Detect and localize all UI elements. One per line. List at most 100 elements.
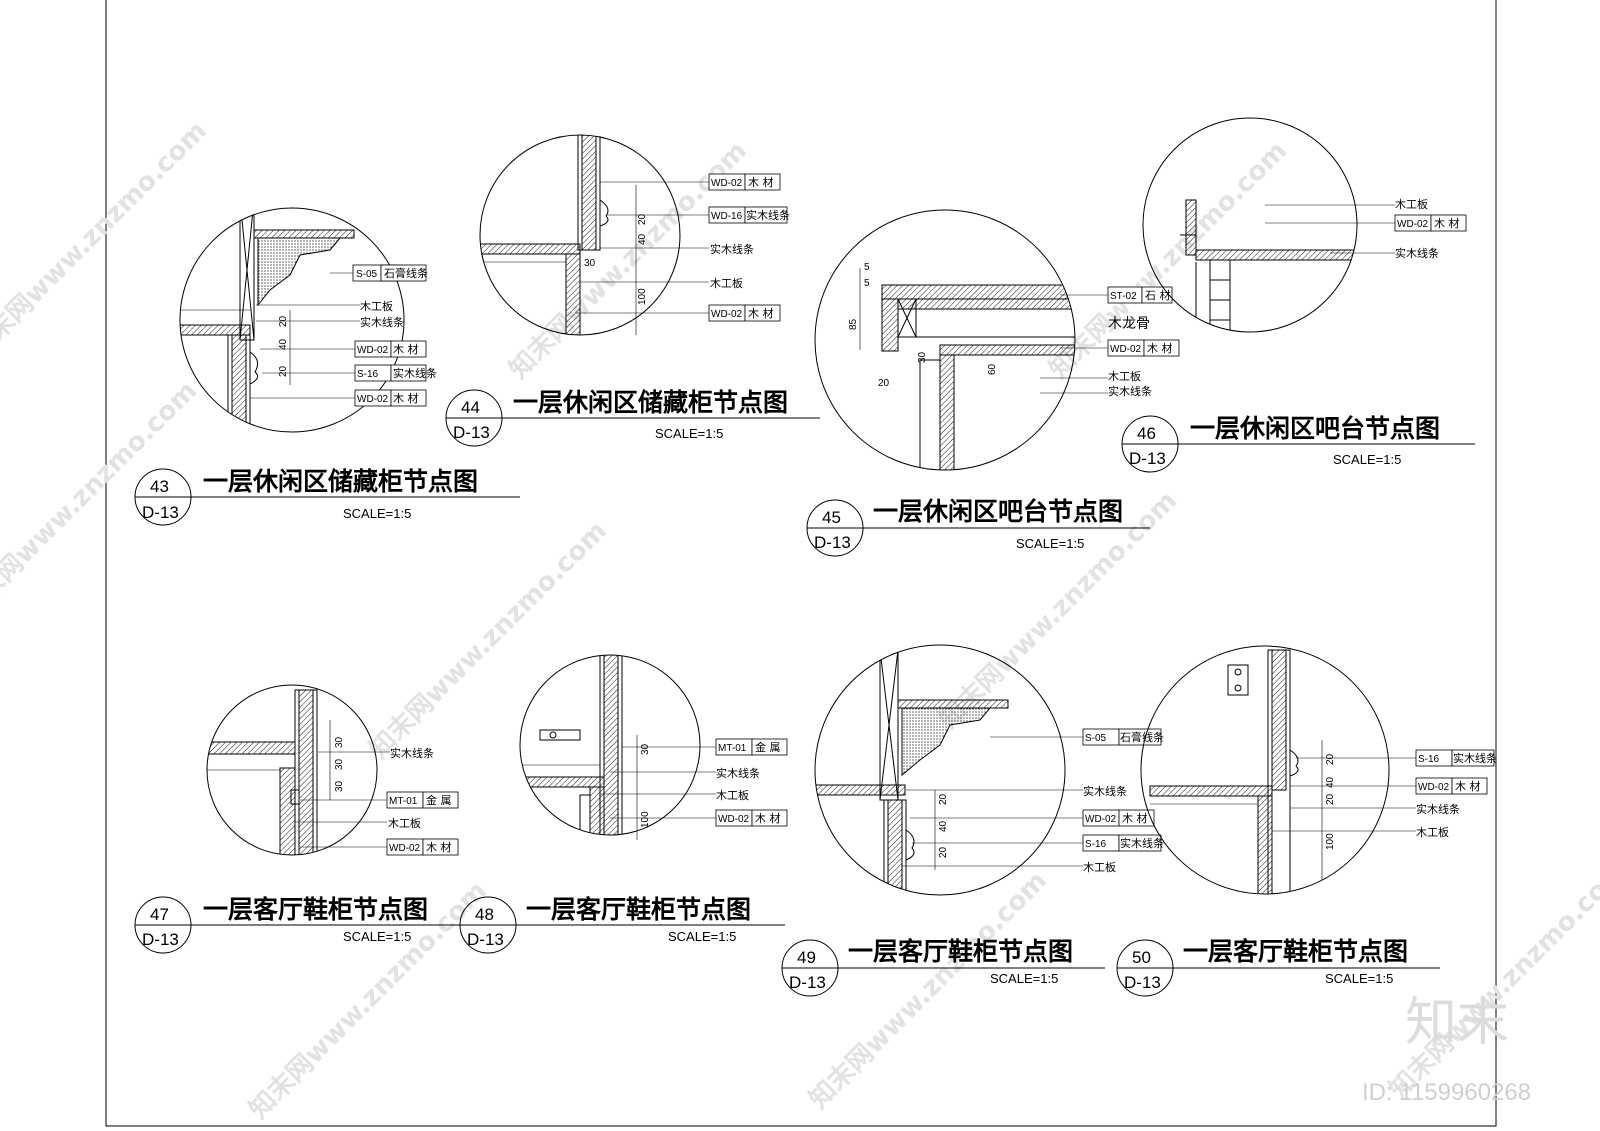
sheet-border — [105, 0, 1497, 1127]
detail-circle — [814, 644, 1066, 896]
detail-number: 45 — [822, 508, 841, 527]
material-code: S-05 — [1085, 733, 1107, 744]
material-code: WD-02 — [718, 814, 750, 825]
dimension-text: 20 — [938, 793, 949, 805]
note-text: 木龙骨 — [1108, 316, 1150, 332]
detail-43: 20 40 20 S-05 石膏线条 木工板 实木线条 WD-02 木 材 S-… — [134, 207, 520, 526]
note-text: 实木线条 — [710, 242, 754, 256]
dimension-text: 20 — [1325, 793, 1336, 805]
sheet-reference: D-13 — [453, 423, 490, 442]
dimension-text: 20 — [878, 378, 890, 389]
sheet-reference: D-13 — [789, 973, 826, 992]
material-code: WD-02 — [357, 345, 389, 356]
watermark-text: 知末网www.znzmo.com — [804, 866, 1053, 1115]
watermark-text: 知末网www.znzmo.com — [1384, 856, 1600, 1105]
material-label: 石膏线条 — [384, 266, 428, 280]
material-label: 金 属 — [426, 793, 452, 807]
note-text: 实木线条 — [1416, 802, 1460, 816]
watermark-text: 知末网www.znzmo.com — [0, 376, 203, 625]
material-label: 木 材 — [393, 391, 419, 405]
detail-title: 一层客厅鞋柜节点图 — [203, 895, 428, 924]
material-label: 木 材 — [748, 306, 774, 320]
watermark-logo: 知末 — [1405, 993, 1509, 1053]
detail-drawing — [180, 208, 355, 432]
dimension-text: 85 — [848, 318, 859, 330]
watermark-id: ID: 1159960268 — [1362, 1079, 1531, 1106]
dimension-text: 20 — [637, 213, 648, 225]
detail-47: 30 30 30 实木线条 MT-01 金 属 木工板 WD-02 木 材 47… — [134, 684, 470, 954]
material-code: MT-01 — [389, 796, 418, 807]
material-code: S-16 — [357, 369, 379, 380]
scale-text: SCALE=1:5 — [1016, 536, 1084, 551]
material-code: S-16 — [1418, 754, 1440, 765]
detail-49: 20 40 20 S-05 石膏线条 实木线条 WD-02 木 材 S-16 实… — [781, 644, 1164, 997]
dimension-text: 100 — [640, 811, 651, 828]
scale-text: SCALE=1:5 — [990, 971, 1058, 986]
detail-50: 20 40 20 100 S-16 实木线条 WD-02 木 材 实木线条 木工… — [1116, 645, 1497, 997]
dimension-text: 30 — [640, 743, 651, 755]
detail-title: 一层休闲区吧台节点图 — [1190, 414, 1440, 443]
material-label: 金 属 — [755, 740, 781, 754]
scale-text: SCALE=1:5 — [1333, 452, 1401, 467]
detail-drawing — [815, 649, 1009, 895]
detail-circle — [179, 207, 405, 433]
material-label: 木 材 — [748, 175, 774, 189]
detail-drawing — [520, 655, 623, 835]
material-code: ST-02 — [1110, 291, 1137, 302]
material-code: WD-02 — [389, 843, 421, 854]
dimension-text: 5 — [864, 262, 870, 273]
sheet-reference: D-13 — [142, 930, 179, 949]
dimension-text: 100 — [1325, 833, 1336, 850]
dimension-text: 5 — [864, 278, 870, 289]
detail-number: 44 — [461, 398, 480, 417]
dimension-text: 40 — [938, 820, 949, 832]
detail-drawing — [207, 689, 318, 855]
detail-number: 43 — [150, 477, 169, 496]
material-label: 实木线条 — [1453, 751, 1497, 765]
dimension-text: 40 — [278, 338, 289, 350]
detail-48: 30 100 MT-01 金 属 实木线条 木工板 WD-02 木 材 48 D… — [459, 654, 788, 954]
note-text: 木工板 — [1108, 369, 1141, 383]
note-text: 木工板 — [1083, 860, 1116, 874]
material-label: 木 材 — [1147, 341, 1173, 355]
material-label: 实木线条 — [1120, 836, 1164, 850]
note-text: 实木线条 — [360, 315, 404, 329]
dimension-text: 100 — [637, 288, 648, 305]
dimension-text: 20 — [938, 846, 949, 858]
note-text: 实木线条 — [1083, 784, 1127, 798]
note-text: 实木线条 — [1395, 246, 1439, 260]
material-label: 木 材 — [393, 342, 419, 356]
note-text: 实木线条 — [716, 766, 760, 780]
detail-drawing — [881, 284, 1075, 470]
detail-title: 一层客厅鞋柜节点图 — [1183, 937, 1408, 966]
scale-text: SCALE=1:5 — [343, 929, 411, 944]
note-text: 木工板 — [388, 816, 421, 830]
detail-number: 46 — [1137, 424, 1156, 443]
note-text: 实木线条 — [1108, 384, 1152, 398]
material-label: 实木线条 — [746, 208, 790, 222]
material-label: 石膏线条 — [1120, 730, 1164, 744]
dimension-text: 40 — [1325, 776, 1336, 788]
detail-number: 50 — [1132, 948, 1151, 967]
dimension-text: 20 — [1325, 753, 1336, 765]
watermark-text: 知末网www.znzmo.com — [504, 136, 753, 385]
scale-text: SCALE=1:5 — [343, 506, 411, 521]
material-label: 木 材 — [755, 811, 781, 825]
material-label: 木 材 — [1122, 811, 1148, 825]
detail-number: 49 — [797, 948, 816, 967]
sheet-reference: D-13 — [142, 503, 179, 522]
material-label: 木 材 — [1455, 779, 1481, 793]
note-text: 木工板 — [1395, 197, 1428, 211]
dimension-text: 60 — [987, 363, 998, 375]
material-code: WD-02 — [1397, 219, 1429, 230]
material-code: WD-16 — [711, 211, 743, 222]
sheet-reference: D-13 — [1124, 973, 1161, 992]
dimension-text: 30 — [334, 736, 345, 748]
note-text: 实木线条 — [390, 746, 434, 760]
material-code: WD-02 — [711, 178, 743, 189]
material-code: WD-02 — [711, 309, 743, 320]
detail-drawing — [1149, 649, 1299, 894]
material-label: 实木线条 — [393, 366, 437, 380]
scale-text: SCALE=1:5 — [668, 929, 736, 944]
